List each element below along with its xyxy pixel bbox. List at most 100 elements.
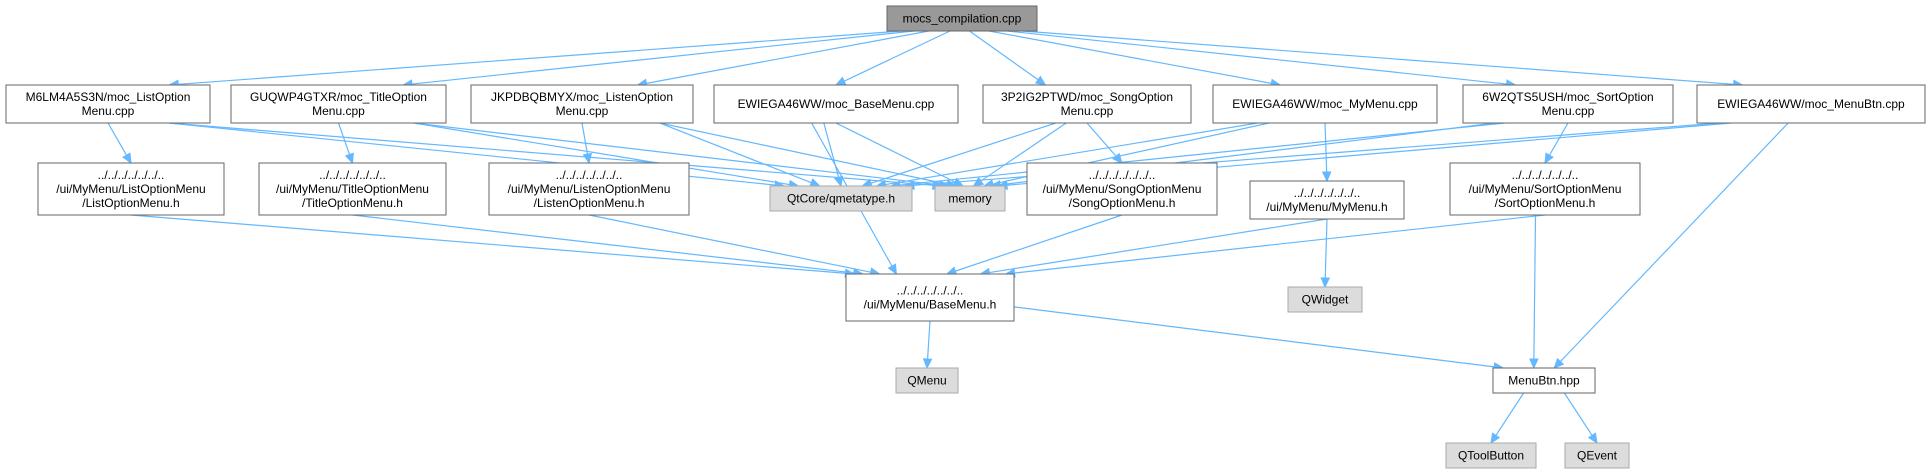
node-label: /ui/MyMenu/ListOptionMenu xyxy=(56,182,205,196)
node-sorth[interactable]: ../../../../../../../ui/MyMenu/SortOptio… xyxy=(1449,162,1641,216)
node-label: QWidget xyxy=(1302,293,1349,307)
node-label: ../../../../../../.. xyxy=(1089,168,1156,182)
edge-arrowhead xyxy=(809,178,821,187)
node-box xyxy=(1249,180,1405,220)
edge-line xyxy=(1324,122,1328,173)
node-label: GUQWP4GTXR/moc_TitleOption xyxy=(250,90,427,104)
node-box xyxy=(1564,442,1630,469)
node-ewb[interactable]: EWIEGA46WW/moc_BaseMenu.cpp xyxy=(713,84,959,124)
node-qtoolbutton[interactable]: QToolButton xyxy=(1445,442,1537,469)
node-label: ../../../../../../.. xyxy=(897,284,964,298)
node-listenh[interactable]: ../../../../../../../ui/MyMenu/ListenOpt… xyxy=(488,162,690,216)
node-box xyxy=(1492,367,1596,394)
node-label: mocs_compilation.cpp xyxy=(903,12,1022,26)
edge-line xyxy=(169,122,776,186)
edge-line xyxy=(169,122,934,186)
edge-ewb-to-memory xyxy=(835,122,965,187)
edge-guq-to-titleh xyxy=(337,122,354,165)
node-qmenu[interactable]: QMenu xyxy=(895,367,959,394)
node-box xyxy=(1696,84,1926,124)
edge-menubtn-to-qevent xyxy=(1563,392,1598,445)
node-label: /ListOptionMenu.h xyxy=(82,196,179,210)
node-basemenuh[interactable]: ../../../../../../../ui/MyMenu/BaseMenu.… xyxy=(845,273,1015,322)
edge-line xyxy=(107,122,128,156)
edge-root-to-m6l xyxy=(167,30,903,90)
node-jkp[interactable]: JKPDBQBMYX/moc_ListenOptionMenu.cpp xyxy=(470,84,694,124)
edge-arrowhead xyxy=(922,358,933,370)
edge-arrowhead xyxy=(1587,432,1598,445)
node-label: /ui/MyMenu/SongOptionMenu xyxy=(1043,182,1202,196)
node-label: ../../../../../../.. xyxy=(556,168,623,182)
node-ewm[interactable]: EWIEGA46WW/moc_MyMenu.cpp xyxy=(1212,84,1438,124)
edge-line xyxy=(646,30,930,84)
edge-line xyxy=(843,30,951,82)
node-m6l[interactable]: M6LM4A5S3N/moc_ListOptionMenu.cpp xyxy=(5,84,211,124)
edge-line xyxy=(885,122,1258,186)
edge-arrowhead xyxy=(122,152,132,165)
node-box xyxy=(769,185,913,212)
edge-arrowhead xyxy=(833,175,844,188)
node-titleh[interactable]: ../../../../../../../ui/MyMenu/TitleOpti… xyxy=(258,162,447,216)
edge-line xyxy=(178,30,903,85)
node-menubtn[interactable]: MenuBtn.hpp xyxy=(1492,367,1596,394)
node-songh[interactable]: ../../../../../../../ui/MyMenu/SongOptio… xyxy=(1026,162,1218,216)
node-label: Menu.cpp xyxy=(1542,104,1595,118)
edge-arrowhead xyxy=(834,76,847,86)
edge-line xyxy=(969,30,1039,81)
edge-arrowhead xyxy=(1529,358,1539,370)
node-qwidget[interactable]: QWidget xyxy=(1287,286,1363,313)
edge-sorth-to-menubtn xyxy=(1529,214,1539,370)
edge-line xyxy=(1021,30,1734,85)
node-label: /ui/MyMenu/TitleOptionMenu xyxy=(276,182,429,196)
edge-arrowhead xyxy=(972,176,985,187)
node-label: EWIEGA46WW/moc_BaseMenu.cpp xyxy=(738,97,935,111)
edge-line xyxy=(337,122,351,155)
edge-arrowhead xyxy=(1321,171,1332,183)
node-box xyxy=(230,84,447,124)
edge-line xyxy=(1559,122,1789,362)
edge-root-to-w6s xyxy=(1006,30,1517,89)
node-w6s[interactable]: 6W2QTS5USH/moc_SortOptionMenu.cpp xyxy=(1462,84,1674,124)
node-root[interactable]: mocs_compilation.cpp xyxy=(886,5,1038,32)
edge-listh-to-basemenuh xyxy=(130,214,856,278)
node-p3s[interactable]: 3P2IG2PTWD/moc_SongOptionMenu.cpp xyxy=(982,84,1192,124)
node-label: memory xyxy=(948,192,991,206)
node-box xyxy=(5,84,211,124)
edge-line xyxy=(989,218,1328,274)
node-box xyxy=(1449,162,1641,216)
edge-line xyxy=(413,122,941,186)
node-label: EWIEGA46WW/moc_MenuBtn.cpp xyxy=(1717,97,1905,111)
edge-mymenuh-to-basemenuh xyxy=(979,218,1328,278)
edge-m6l-to-listh xyxy=(107,122,132,165)
node-memory[interactable]: memory xyxy=(934,185,1006,212)
node-box xyxy=(488,162,690,216)
node-box xyxy=(258,162,447,216)
edge-root-to-p3s xyxy=(969,30,1047,86)
node-label: ../../../../../../.. xyxy=(319,168,386,182)
edge-ewm-to-mymenuh xyxy=(1321,122,1332,183)
node-mymenuh[interactable]: ../../../../../../../ui/MyMenu/MyMenu.h xyxy=(1249,180,1405,220)
node-label: /SortOptionMenu.h xyxy=(1495,196,1596,210)
edge-line xyxy=(955,214,1123,272)
node-guq[interactable]: GUQWP4GTXR/moc_TitleOptionMenu.cpp xyxy=(230,84,447,124)
edges-layer xyxy=(107,30,1789,445)
edge-line xyxy=(1013,306,1495,368)
node-qmeta[interactable]: QtCore/qmetatype.h xyxy=(769,185,913,212)
node-label: JKPDBQBMYX/moc_ListenOption xyxy=(491,90,673,104)
node-qevent[interactable]: QEvent xyxy=(1564,442,1630,469)
node-label: ../../../../../../.. xyxy=(1294,186,1361,200)
edge-line xyxy=(1548,122,1569,156)
edge-line xyxy=(1563,392,1593,436)
node-label: Menu.cpp xyxy=(312,104,365,118)
node-ewbtn[interactable]: EWIEGA46WW/moc_MenuBtn.cpp xyxy=(1696,84,1926,124)
edge-line xyxy=(823,122,840,178)
edge-arrowhead xyxy=(1553,357,1565,369)
edge-line xyxy=(588,214,871,273)
node-listh[interactable]: ../../../../../../../ui/MyMenu/ListOptio… xyxy=(37,162,225,216)
edge-line xyxy=(980,122,1067,182)
node-box xyxy=(1026,162,1218,216)
edge-jkp-to-listenh xyxy=(581,122,593,165)
node-box xyxy=(1462,84,1674,124)
edge-line xyxy=(1324,218,1328,279)
